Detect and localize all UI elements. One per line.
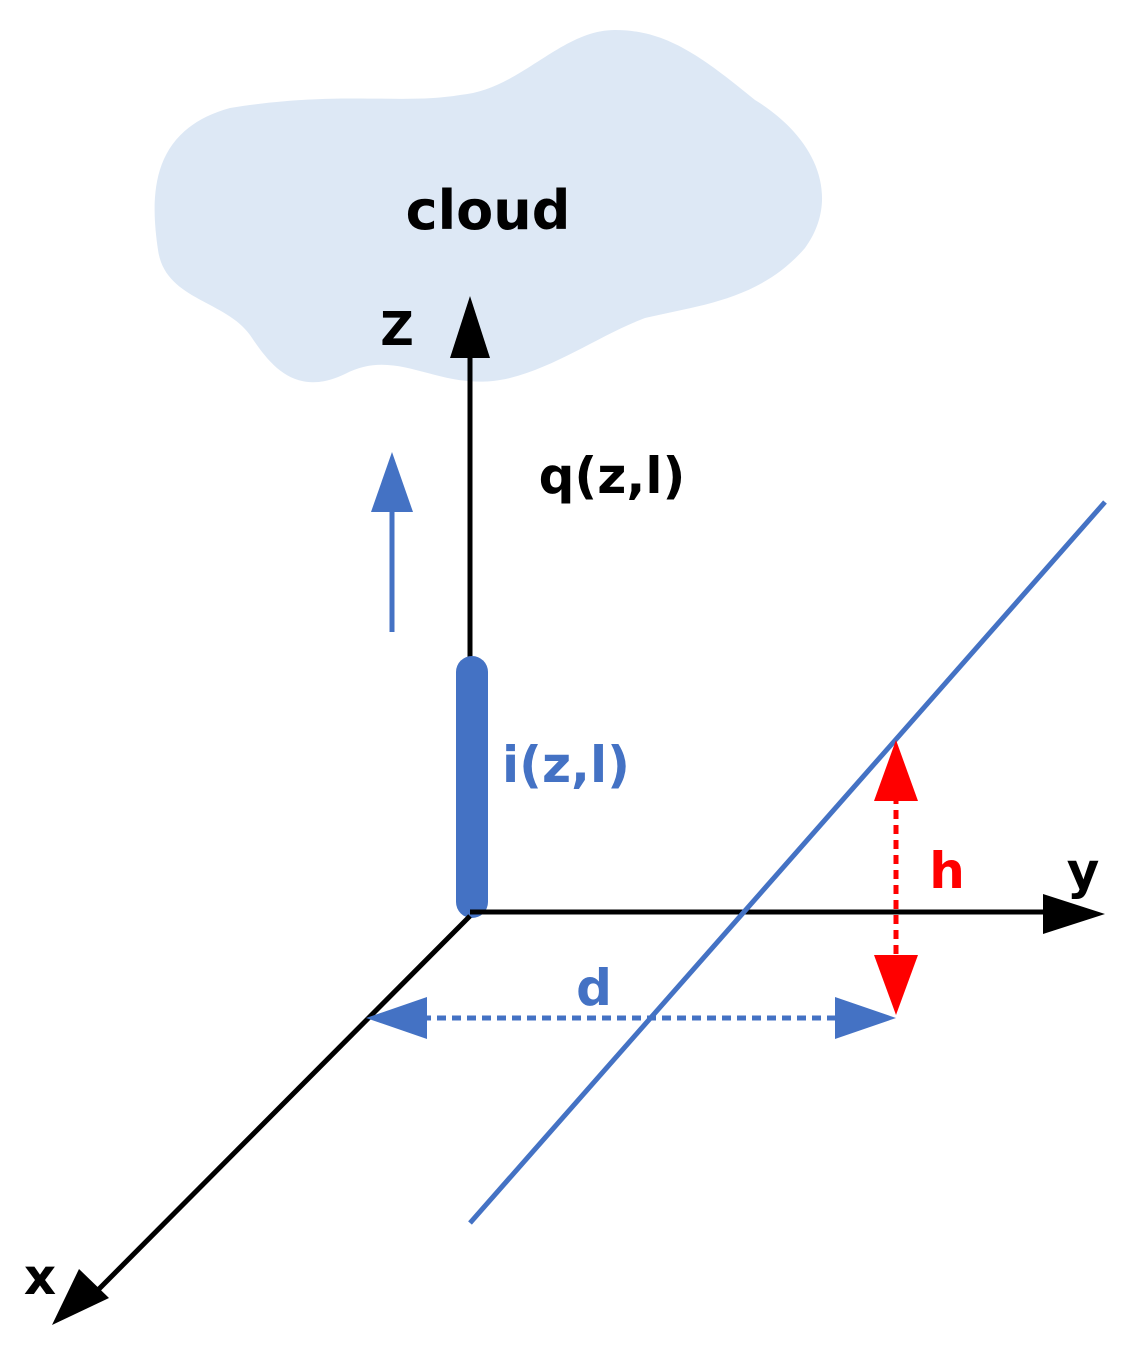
y-axis-arrowhead bbox=[1043, 894, 1105, 934]
upward-arrow-head bbox=[371, 452, 413, 512]
cloud-label: cloud bbox=[406, 179, 571, 242]
x-axis-line bbox=[93, 914, 472, 1295]
distance-arrow-left bbox=[366, 997, 427, 1039]
charge-label: q(z,l) bbox=[539, 447, 686, 505]
cloud-shape bbox=[154, 30, 823, 383]
z-axis-label: Z bbox=[380, 302, 413, 356]
power-line bbox=[468, 500, 1107, 1225]
distance-arrow-right bbox=[835, 997, 896, 1039]
height-label: h bbox=[929, 842, 965, 900]
distance-label: d bbox=[576, 959, 612, 1017]
y-axis-label: y bbox=[1067, 842, 1100, 900]
x-axis-arrowhead bbox=[52, 1269, 109, 1325]
height-arrow-bottom bbox=[874, 955, 918, 1015]
x-axis-label: x bbox=[24, 1248, 56, 1306]
z-axis-arrowhead bbox=[450, 296, 490, 358]
current-label: i(z,l) bbox=[502, 736, 630, 794]
height-arrow-top bbox=[874, 740, 918, 801]
